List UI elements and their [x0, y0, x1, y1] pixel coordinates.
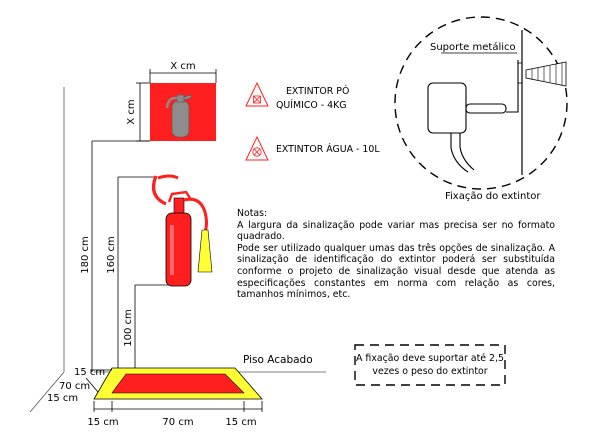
base-dim-bottom-15a: 15 cm [87, 417, 118, 428]
height-100-dimension [134, 284, 178, 372]
legend-water-label: EXTINTOR ÁGUA - 10L [276, 143, 380, 155]
notes-block: Notas: A largura da sinalização pode var… [237, 208, 555, 301]
notes-paragraph-1: A largura da sinalização pode variar mas… [237, 219, 555, 243]
floor-label: Piso Acabado [243, 354, 313, 366]
fire-extinguisher [152, 174, 213, 287]
base-dim-bottom-15b: 15 cm [225, 417, 256, 428]
legend-powder-line2: QUÍMICO - 4KG [276, 99, 347, 111]
height-180-label: 180 cm [80, 236, 91, 274]
callout-line2: vezes o peso do extintor [372, 366, 487, 377]
floor-perspective-line [29, 371, 65, 413]
base-dim-left-70: 70 cm [59, 381, 90, 392]
support-label: Suporte metálico [430, 41, 516, 53]
callout-line1: A fixação deve suportar até 2,5 [356, 353, 504, 364]
triangle-powder-icon [245, 81, 269, 107]
triangle-water-icon [245, 135, 269, 161]
notes-paragraph-2: Pode ser utilizado qualquer umas das trê… [237, 242, 555, 301]
sign-width-label: X cm [170, 61, 195, 72]
fixation-detail-circle [394, 16, 568, 190]
base-dim-left-15: 15 cm [47, 393, 78, 404]
legend-powder-line1: EXTINTOR PÓ [286, 85, 349, 97]
base-dim-left-15-top: 15 cm [74, 367, 105, 378]
base-bottom-dimension [93, 401, 263, 412]
sign-height-label: X cm [126, 99, 137, 124]
height-100-label: 100 cm [123, 309, 134, 347]
fixation-label: Fixação do extintor [445, 191, 541, 202]
sign-extinguisher-icon [165, 94, 192, 138]
notes-title: Notas: [237, 208, 268, 219]
height-180-dimension [91, 140, 150, 372]
height-160-label: 160 cm [106, 236, 117, 274]
floor-marking [93, 367, 263, 400]
fixation-callout-box [354, 344, 506, 386]
height-160-dimension [117, 176, 158, 372]
base-dim-bottom-70: 70 cm [162, 417, 193, 428]
